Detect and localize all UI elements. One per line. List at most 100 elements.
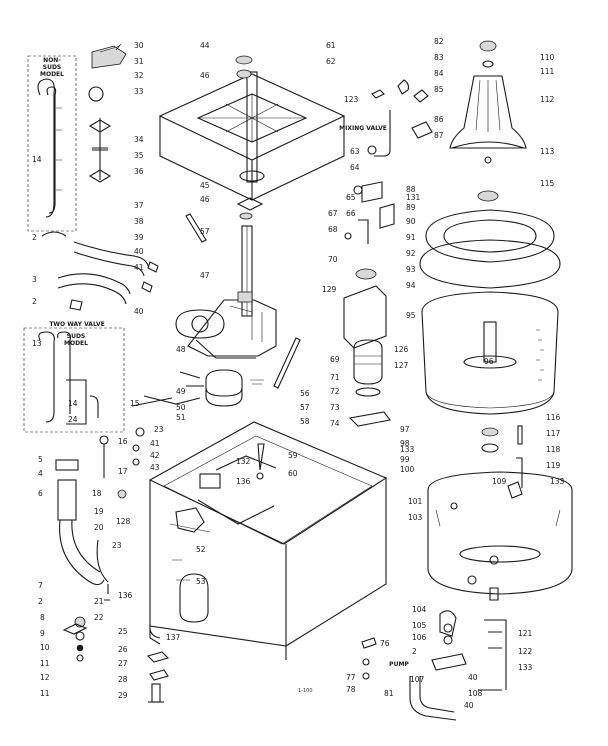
part-label: 7 (38, 581, 43, 590)
part-label: 18 (92, 489, 102, 498)
part-label: 28 (118, 675, 128, 684)
part-label: 37 (134, 201, 144, 210)
part-label: 97 (400, 425, 410, 434)
part-label: 40 (464, 701, 474, 710)
pump-hoses (409, 610, 507, 721)
part-label: 9 (40, 629, 45, 638)
part-label: 89 (406, 203, 416, 212)
part-label: 24 (68, 415, 78, 424)
tub-parts-97-119 (450, 425, 523, 510)
part-label: 3 (32, 275, 37, 284)
part-label: 128 (116, 517, 131, 526)
part-label: 133 (518, 663, 533, 672)
part-label: 57 (200, 227, 210, 236)
part-label: 106 (412, 633, 427, 642)
agitator (449, 40, 527, 202)
part-label: 23 (154, 425, 164, 434)
part-label: 94 (406, 281, 416, 290)
part-label: 57 (300, 403, 310, 412)
mixing-valve-caption: MIXING VALVE (339, 125, 387, 132)
part-label: 8 (40, 613, 45, 622)
part-label: 108 (468, 689, 483, 698)
part-label: 86 (434, 115, 444, 124)
part-label: 14 (68, 399, 78, 408)
part-label: 40 (468, 673, 478, 682)
part-label: 69 (330, 355, 340, 364)
part-label: 92 (406, 249, 416, 258)
part-label: 105 (412, 621, 427, 630)
part-label: 51 (176, 413, 186, 422)
part-label: 30 (134, 41, 144, 50)
part-label: 90 (406, 217, 416, 226)
parts-30-36 (88, 43, 127, 183)
part-label: 112 (540, 95, 555, 104)
part-label: 2 (412, 647, 417, 656)
part-label: 84 (434, 69, 444, 78)
part-label: 40 (134, 247, 144, 256)
part-label: 113 (540, 147, 555, 156)
part-label: 20 (94, 523, 104, 532)
part-label: 49 (176, 387, 186, 396)
part-label: 95 (406, 311, 416, 320)
part-label: 103 (408, 513, 423, 522)
part-label: 116 (546, 413, 561, 422)
part-label: 119 (546, 461, 561, 470)
part-label: 136 (118, 591, 133, 600)
part-label: 100 (400, 465, 415, 474)
part-label: 123 (344, 95, 359, 104)
part-label: 2 (32, 297, 37, 306)
part-label: 11 (40, 689, 50, 698)
part-label: 2 (38, 597, 43, 606)
part-label: 76 (380, 639, 390, 648)
part-label: 136 (236, 477, 251, 486)
part-label: 88 (406, 185, 416, 194)
part-label: 32 (134, 71, 144, 80)
part-label: 126 (394, 345, 409, 354)
part-label: 61 (326, 41, 336, 50)
part-label: 44 (200, 41, 210, 50)
motor-mount-parts-48-51 (179, 369, 264, 407)
part-label: 85 (434, 85, 444, 94)
part-label: 107 (410, 675, 425, 684)
part-label: 87 (434, 131, 444, 140)
diagram-code: 1-100 (298, 688, 313, 694)
part-label: 43 (150, 463, 160, 472)
part-label: 46 (200, 71, 210, 80)
part-label: 110 (540, 53, 555, 62)
part-label: 42 (150, 451, 160, 460)
part-label: 82 (434, 37, 444, 46)
part-label: 137 (166, 633, 181, 642)
part-label: 40 (134, 307, 144, 316)
part-label: 83 (434, 53, 444, 62)
suds-model-group (23, 327, 125, 586)
part-label: 6 (38, 489, 43, 498)
part-label: 121 (518, 629, 533, 638)
cabinet (148, 421, 388, 660)
transmission (175, 291, 277, 359)
pump-caption: PUMP (389, 661, 409, 668)
left-hoses (41, 231, 159, 311)
pump-and-motor-69-74 (343, 268, 391, 427)
spin-basket-top (158, 55, 346, 220)
part-label: 50 (176, 403, 186, 412)
part-label: 70 (328, 255, 338, 264)
part-label: 41 (150, 439, 160, 448)
part-label: 41 (134, 263, 144, 272)
part-label: 98 (400, 439, 410, 448)
part-label: 58 (300, 417, 310, 426)
part-label: 16 (118, 437, 128, 446)
part-label: 96 (484, 357, 494, 366)
part-label: 115 (540, 179, 555, 188)
part-label: 91 (406, 233, 416, 242)
part-label: 127 (394, 361, 409, 370)
part-label: 67 (328, 209, 338, 218)
part-label: 4 (38, 469, 43, 478)
part-label: 68 (328, 225, 338, 234)
hardware-8-12 (62, 616, 88, 662)
part-label: 5 (38, 455, 43, 464)
part-label: 117 (546, 429, 561, 438)
